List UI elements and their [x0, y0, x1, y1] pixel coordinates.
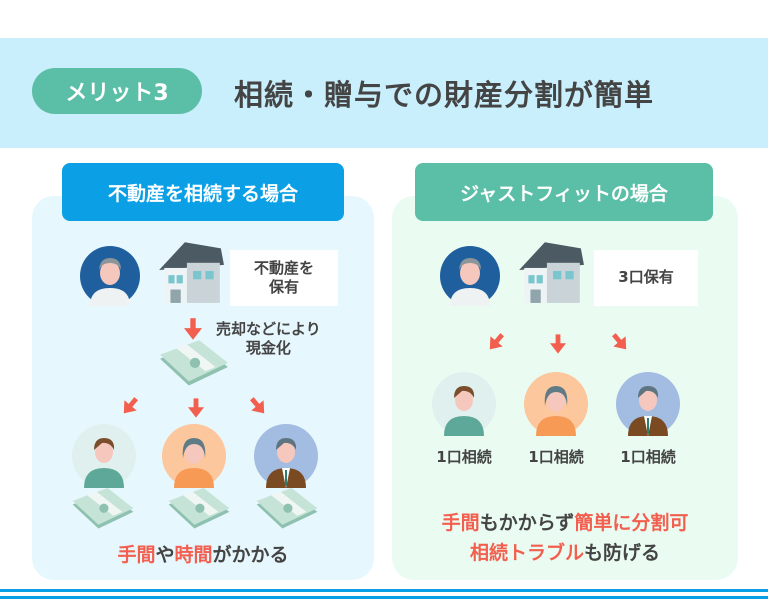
highlight: 相続トラブル — [469, 542, 584, 564]
highlight: 時間 — [174, 544, 213, 566]
left-heading: 不動産を相続する場合 — [62, 163, 344, 221]
arrow-down-icon — [184, 318, 202, 340]
right-message-2: 相続トラブルも防げる — [392, 538, 738, 565]
money-icon — [158, 340, 230, 392]
right-note: 3口保有 — [594, 250, 698, 306]
house-icon — [514, 234, 586, 306]
money-icon — [252, 488, 322, 534]
highlight: 手間 — [441, 512, 480, 534]
footer-divider — [0, 596, 768, 599]
note-line: 保有 — [268, 278, 299, 296]
text: や — [155, 544, 175, 566]
money-icon — [68, 488, 138, 534]
left-message: 手間や時間がかかる — [32, 540, 374, 567]
text: もかからず — [479, 512, 575, 534]
left-note: 不動産を保有 — [230, 250, 338, 306]
heir-avatar-icon — [524, 372, 588, 436]
share-label: 1口相続 — [528, 448, 584, 466]
arrow-down-icon — [188, 398, 204, 418]
heir-avatar-icon — [162, 424, 226, 488]
arrow-down-icon — [550, 334, 566, 354]
heir-avatar-icon — [254, 424, 318, 488]
merit-badge: メリット3 — [32, 68, 202, 114]
share-label: 1口相続 — [620, 448, 676, 466]
step-line: 現金化 — [245, 338, 291, 357]
owner-avatar-icon — [80, 246, 140, 306]
owner-avatar-icon — [440, 246, 500, 306]
money-icon — [164, 488, 234, 534]
footer-divider — [0, 589, 768, 592]
text: がかかる — [212, 544, 289, 566]
house-icon — [154, 234, 226, 306]
page-title: 相続・贈与での財産分割が簡単 — [234, 78, 655, 112]
highlight: 簡単に分割可 — [574, 512, 689, 534]
text: も防げる — [584, 542, 661, 564]
step-label: 売却などにより現金化 — [216, 320, 321, 358]
heir-avatar-icon — [616, 372, 680, 436]
share-label: 1口相続 — [436, 448, 492, 466]
heir-avatar-icon — [72, 424, 136, 488]
right-message-1: 手間もかからず簡単に分割可 — [392, 508, 738, 535]
highlight: 手間 — [117, 544, 156, 566]
heir-avatar-icon — [432, 372, 496, 436]
right-heading: ジャストフィットの場合 — [415, 163, 713, 221]
step-line: 売却などにより — [216, 320, 321, 338]
note-line: 不動産を — [253, 258, 314, 277]
